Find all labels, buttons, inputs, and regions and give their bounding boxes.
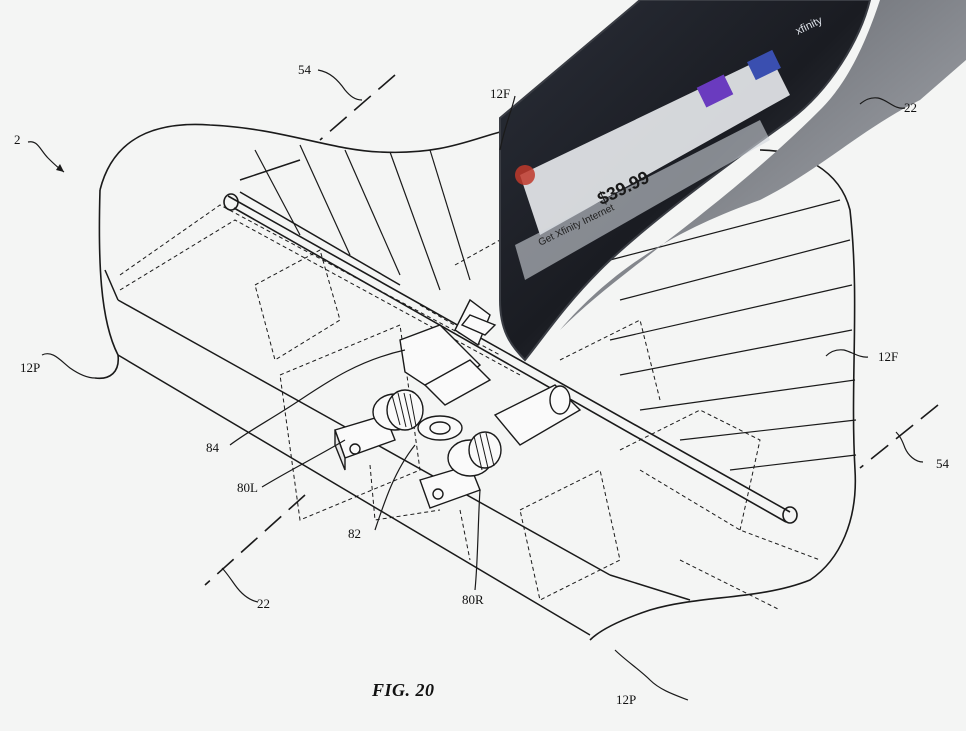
- hidden-lines: [119, 204, 821, 611]
- display-device: [499, 0, 966, 362]
- label-axis-right: 54: [936, 456, 949, 471]
- label-axis-top: 54: [298, 62, 311, 77]
- device-body-outline: [94, 123, 857, 641]
- hinge-mechanism: [334, 298, 582, 509]
- label-flap-right: 12F: [878, 349, 899, 364]
- label-panel-left: 12P: [20, 360, 41, 375]
- right-flap-hatching: [609, 199, 857, 471]
- label-display-bottom: 22: [257, 596, 270, 611]
- leader-lines: [27, 69, 924, 701]
- label-display-top: 22: [904, 100, 917, 115]
- label-flap-top: 12F: [490, 86, 511, 101]
- label-spacer: 84: [206, 440, 219, 455]
- label-hinge-left: 80L: [237, 480, 258, 495]
- gear-teeth: [391, 392, 495, 471]
- label-center-gear: 82: [348, 526, 361, 541]
- left-panel-hatching: [254, 144, 471, 291]
- label-panel-bottom: 12P: [616, 692, 637, 707]
- hinge-rod: [223, 193, 798, 524]
- label-device: 2: [14, 132, 21, 147]
- label-hinge-right: 80R: [462, 592, 484, 607]
- figure-caption: FIG. 20: [372, 680, 435, 700]
- arrowhead-device: [56, 164, 64, 172]
